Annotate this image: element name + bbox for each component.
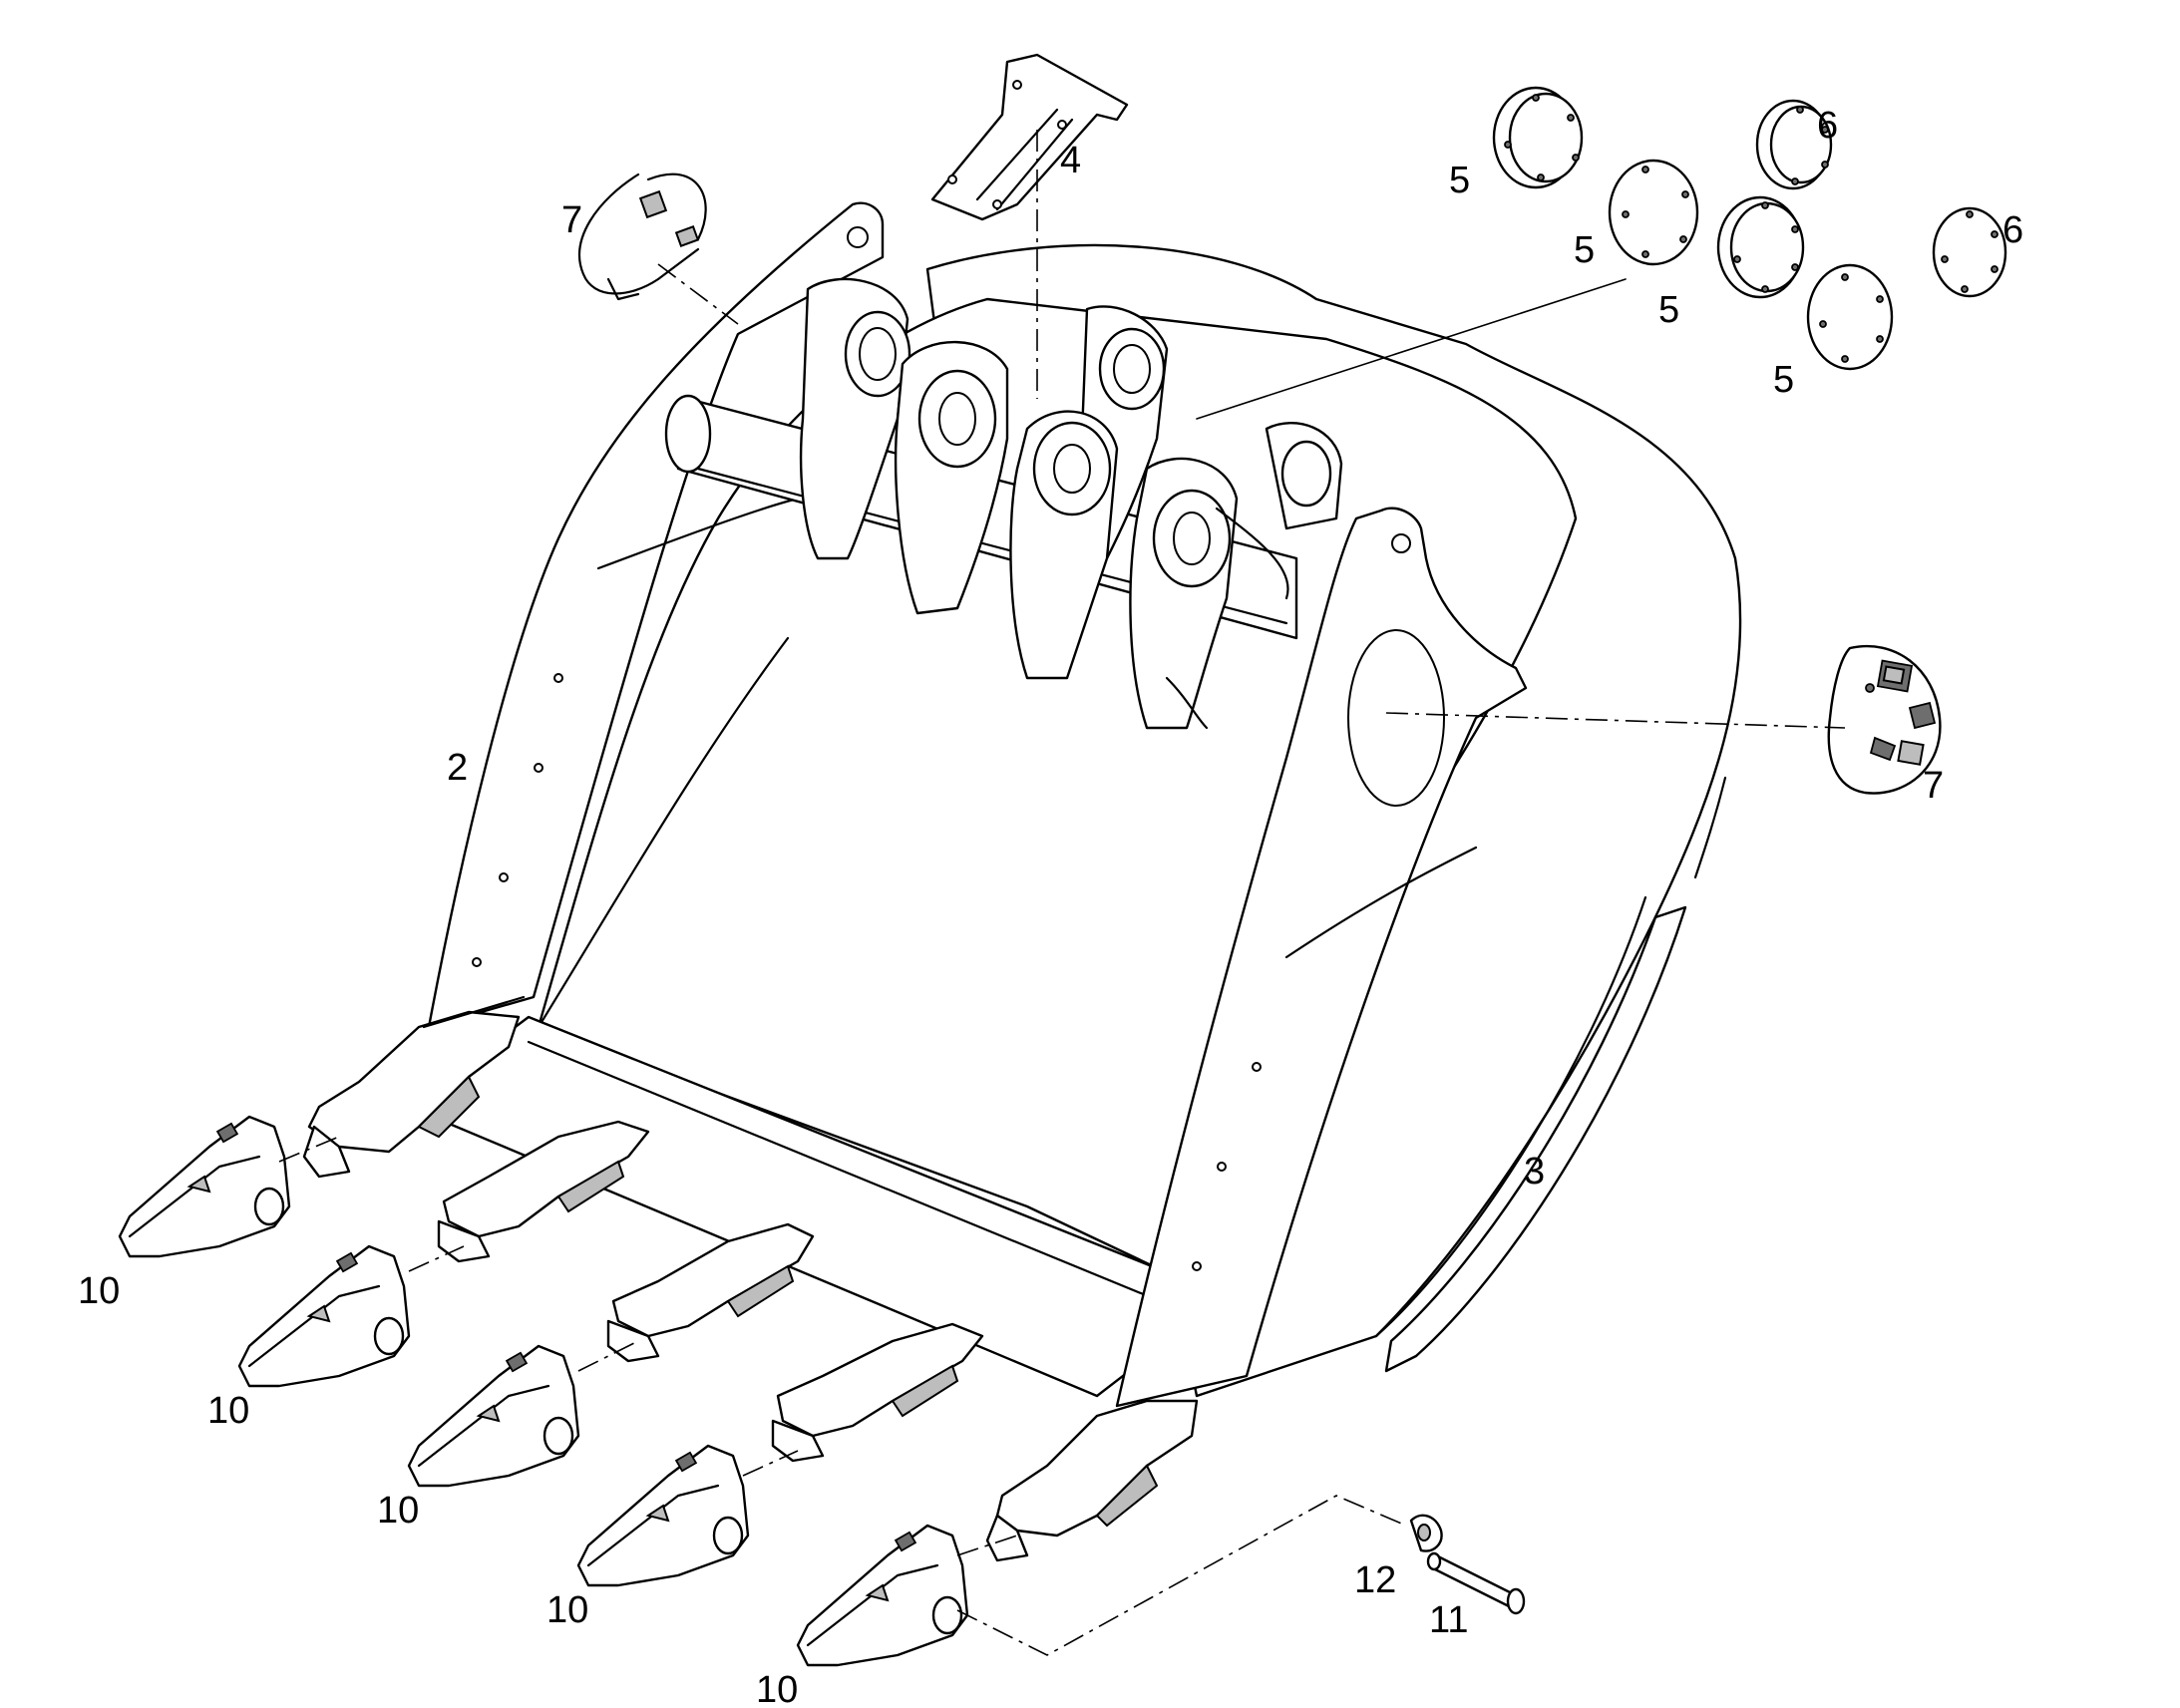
callout-5b: 5 [1574, 229, 1595, 271]
callout-6b: 6 [2002, 209, 2023, 251]
teeth [118, 1115, 1018, 1667]
callout-10c: 10 [377, 1490, 419, 1532]
callout-4: 4 [1060, 140, 1081, 181]
callout-5a: 5 [1449, 160, 1470, 201]
callout-12: 12 [1354, 1559, 1396, 1601]
callout-10a: 10 [78, 1270, 120, 1312]
callout-5d: 5 [1773, 359, 1794, 401]
tooth-3 [407, 1344, 580, 1488]
callout-6a: 6 [1817, 105, 1838, 147]
callout-2: 2 [447, 747, 468, 789]
top-boss-assembly [664, 277, 1343, 730]
top-plate [930, 53, 1129, 399]
tooth-5 [796, 1524, 969, 1667]
lock-cover-right [1385, 644, 1942, 795]
tooth-1 [118, 1115, 291, 1258]
tooth-4 [576, 1444, 750, 1587]
lock-cover-left [577, 172, 739, 325]
left-side-plate [427, 201, 885, 1029]
tooth-2 [237, 1244, 411, 1388]
callout-10b: 10 [207, 1390, 249, 1432]
callout-5c: 5 [1658, 289, 1679, 331]
callout-7b: 7 [1923, 765, 1944, 807]
tooth-adapters [302, 995, 1199, 1562]
pin-and-retainer [956, 1495, 1526, 1656]
callout-10d: 10 [546, 1589, 588, 1631]
callout-7a: 7 [561, 199, 582, 241]
callout-labels: 2 3 4 5 5 5 5 6 6 7 7 10 10 10 10 10 11 … [78, 105, 2023, 1708]
callout-11: 11 [1429, 1599, 1468, 1641]
bucket-body [407, 201, 1742, 1408]
cover-plates [1196, 86, 2007, 420]
callout-10e: 10 [756, 1669, 798, 1708]
callout-3: 3 [1524, 1151, 1545, 1193]
